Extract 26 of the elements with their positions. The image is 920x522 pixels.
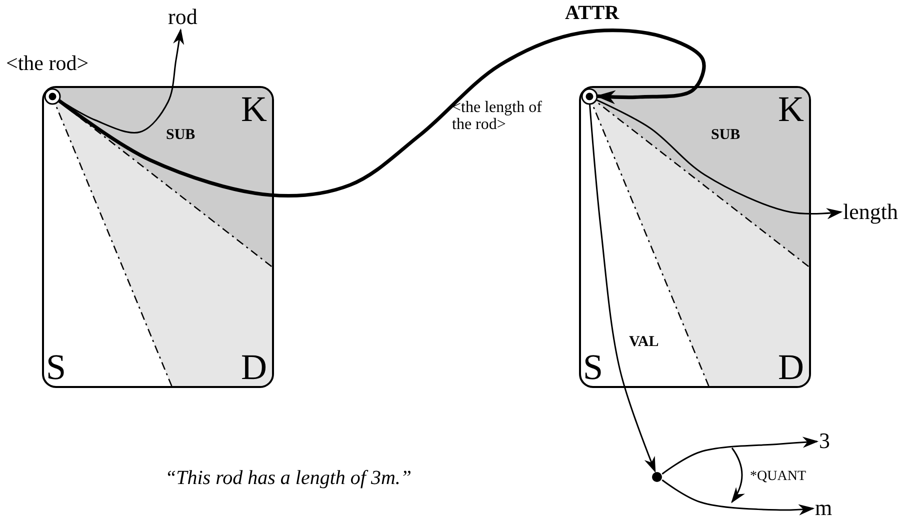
arrow [662,436,818,475]
arrow [662,479,814,515]
word-label: m [815,497,832,519]
corner-letter: S [46,349,66,385]
example-sentence: “This rod has a length of 3m.” [165,468,412,488]
edge-label: ATTR [564,3,620,23]
corner-letter: D [241,349,267,385]
edge-label: VAL [628,335,660,350]
corner-letter: S [583,349,604,385]
arrow [589,104,656,472]
ring-node-icon [44,88,60,104]
arrow [58,28,706,198]
edge-label: SUB [165,128,196,143]
node-caption: <the length of the rod> [452,100,543,134]
ring-node-icon [580,88,598,104]
corner-letter: D [778,349,804,385]
arrow [596,99,842,219]
node-caption: <the rod> [6,52,89,74]
dot-node-icon [651,471,663,483]
corner-letter: K [778,91,804,127]
edge-label: SUB [710,128,742,143]
word-label: 3 [819,430,830,452]
corner-letter: K [241,91,267,127]
word-label: rod [168,6,198,28]
relation-label: *QUANT [750,470,806,484]
word-label: length [843,201,898,223]
